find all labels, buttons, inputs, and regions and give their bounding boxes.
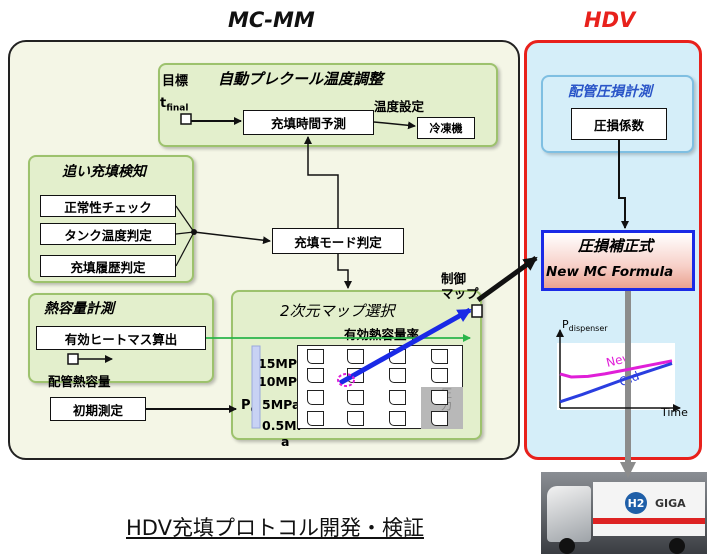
- tfinal-glyph: [180, 113, 192, 125]
- map-cell-2-0: [307, 390, 324, 405]
- pressure-05: 0.5MP: [262, 418, 306, 433]
- check-item-fill-history: 充填履歴判定: [40, 255, 176, 277]
- select-start-mark: [337, 373, 355, 387]
- precool-heading: 自動プレクール温度調整: [218, 70, 384, 88]
- map-cell-1-3: [431, 368, 448, 383]
- effective-heatmass-box: 有効ヒートマス算出: [36, 326, 206, 350]
- heatcap-heading: 熱容量計測: [44, 301, 114, 317]
- map-cell-0-0: [307, 349, 324, 364]
- check-item-tank-temp: タンク温度判定: [40, 223, 176, 245]
- chart-xlabel: Time: [661, 406, 688, 419]
- junction-to-mode-arrow: [193, 231, 271, 245]
- caption: HDV充填プロトコル開発・検証: [126, 516, 424, 540]
- target-label: 目標: [162, 74, 189, 89]
- mc-mm-title: MC-MM: [228, 8, 315, 32]
- new-mc-formula: New MC Formula: [546, 264, 674, 280]
- truck-red-stripe: [593, 518, 705, 524]
- chase-heading: 追い充填検知: [62, 164, 146, 180]
- giga-brand: GIGA: [655, 497, 686, 510]
- map-cell-3-2: [389, 411, 406, 426]
- t-final-label: tfinal: [160, 96, 189, 114]
- pipe-glyph: [67, 353, 79, 365]
- truck-trailer: [593, 482, 705, 536]
- map-cell-3-1: [347, 411, 364, 426]
- map-cell-0-1: [347, 349, 364, 364]
- pipe-heatcap-label: 配管熱容量: [48, 374, 111, 389]
- loss-coef-box: 圧損係数: [571, 108, 667, 140]
- map2d-heading: 2次元マップ選択: [280, 302, 395, 320]
- map-cell-1-2: [389, 368, 406, 383]
- pressure-5: 5MPa: [262, 397, 301, 412]
- mode-to-map-arrow: [337, 254, 352, 289]
- map-cell-3-3: [431, 411, 448, 426]
- hdv-truck-image: H2 GIGA: [541, 472, 707, 554]
- pressure-tail: a: [281, 434, 290, 449]
- pipe-loss-heading: 配管圧損計測: [568, 84, 652, 100]
- check-line-2: [175, 231, 195, 235]
- check-line-3: [175, 231, 195, 267]
- map-cell-2-1: [347, 390, 364, 405]
- coef-to-correction-arrow: [618, 140, 629, 229]
- chart-ylabel: Pdispenser: [562, 318, 608, 334]
- check-line-1: [175, 205, 195, 233]
- map-cell-1-0: [307, 368, 324, 383]
- map-cell-2-3: [431, 390, 448, 405]
- map-cell-2-2: [389, 390, 406, 405]
- correction-heading: 圧損補正式: [578, 237, 654, 255]
- temp-setting-label: 温度設定: [374, 99, 425, 114]
- control-map-label: 制御 マップ: [441, 271, 479, 301]
- mode-to-predict-arrow: [304, 136, 339, 228]
- truck-cab: [547, 486, 591, 542]
- series-line-new: [559, 359, 673, 379]
- map-select-arrow: [338, 307, 472, 386]
- pressure-10: 10MPa: [258, 374, 306, 389]
- truck-wheel-rear: [669, 538, 685, 554]
- hdv-title: HDV: [584, 8, 636, 32]
- fill-mode-box: 充填モード判定: [272, 228, 404, 254]
- h2-badge: H2: [625, 492, 647, 514]
- chiller-box: 冷凍機: [417, 117, 475, 139]
- map-cell-3-0: [307, 411, 324, 426]
- truck-wheel-front: [559, 538, 575, 554]
- check-item-normality: 正常性チェック: [40, 195, 176, 217]
- pressure-chart: [556, 329, 681, 412]
- p0-scale-bar: [251, 345, 261, 429]
- pipe-loss-group: [541, 75, 694, 153]
- pressure-15: 15MPa: [258, 356, 306, 371]
- fill-time-predict-box: 充填時間予測: [243, 110, 374, 135]
- series-line-old: [559, 361, 673, 404]
- control-map-glyph: [471, 304, 483, 318]
- initial-measure-box: 初期測定: [50, 397, 146, 421]
- map-cell-0-3: [431, 349, 448, 364]
- map-to-correction-arrow: [476, 255, 538, 303]
- correction-box: [541, 230, 695, 291]
- predict-to-chiller-arrow: [373, 121, 416, 130]
